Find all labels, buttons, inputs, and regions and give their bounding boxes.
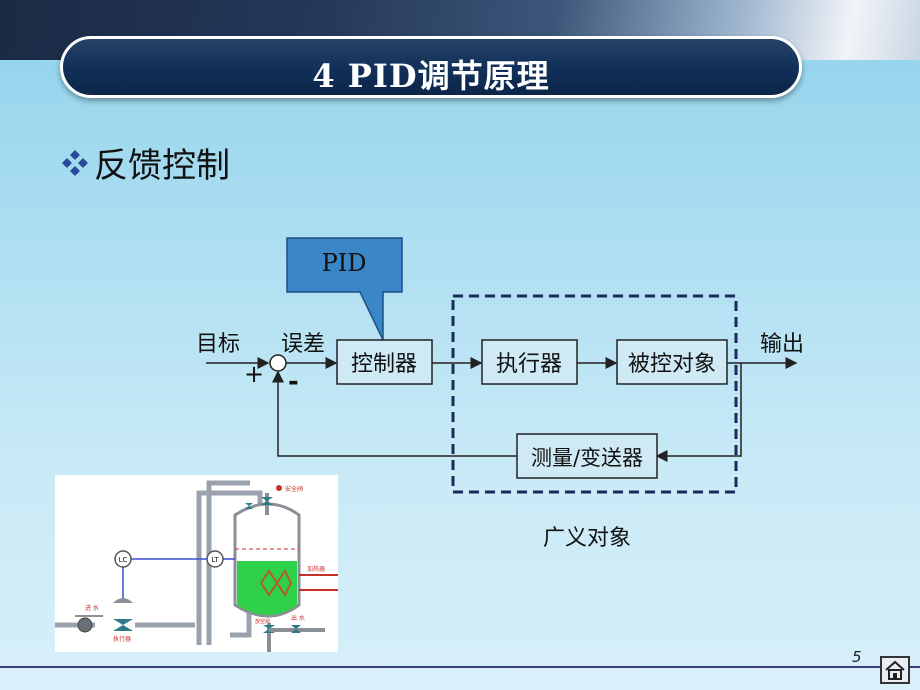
feedback-line-right [655,363,742,462]
pid-callout-label: PID [322,249,367,277]
svg-text:放空阀: 放空阀 [255,618,270,625]
svg-text:LC: LC [119,556,128,564]
svg-text:执行器: 执行器 [113,635,131,643]
slide-title: 4 PID调节原理 [312,57,550,95]
bullet-item: 反馈控制 [60,138,230,187]
bullet-text: 反馈控制 [94,146,230,186]
actuator-label: 执行器 [496,352,562,377]
plus-sign: + [244,360,264,388]
sensor-label: 测量/变送器 [531,446,643,470]
svg-text:出 水: 出 水 [291,614,305,622]
process-box [616,339,728,385]
title-bar: 4 PID调节原理 [60,36,802,98]
output-label: 输出 [760,332,804,357]
generalized-object-label: 广义对象 [543,526,631,551]
controller-box [336,339,433,385]
svg-text:LT: LT [211,556,219,564]
home-icon [885,660,905,680]
process-label: 被控对象 [628,352,716,377]
controller-label: 控制器 [351,352,417,377]
home-button[interactable] [880,656,910,684]
summing-junction [269,354,287,372]
diamond-bullet-icon [62,149,88,176]
process-schematic: 加热器 安全阀 出 水 放空阀 LC LT 执行器 进 水 [55,475,338,652]
pid-callout: PID [286,237,403,341]
feedback-line-left [272,370,517,457]
sensor-box [516,433,658,479]
footer-line [0,666,920,668]
page-number: 5 [852,648,862,666]
svg-text:进 水: 进 水 [85,604,99,612]
minus-sign: - [288,367,299,397]
svg-text:安全阀: 安全阀 [285,485,303,493]
input-label: 目标 [196,332,240,357]
error-label: 误差 [281,332,325,357]
actuator-box [481,339,578,385]
svg-text:加热器: 加热器 [307,565,325,573]
